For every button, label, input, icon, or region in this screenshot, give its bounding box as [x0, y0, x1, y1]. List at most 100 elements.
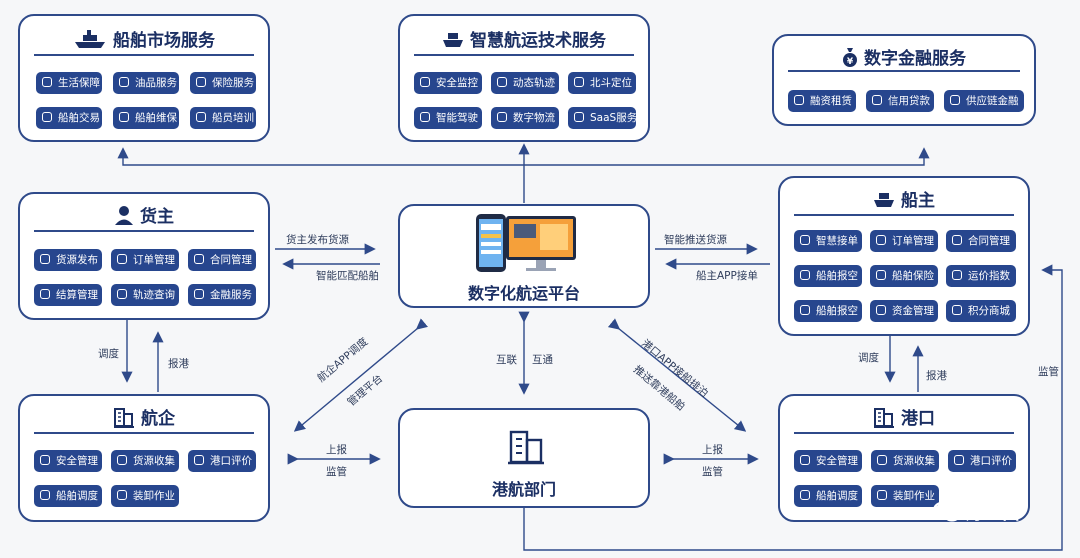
finance-services-box: ¥ 数字金融服务 融资租赁 信用贷款 供应链金融: [772, 34, 1036, 126]
service-icon: [420, 77, 430, 87]
owner-item[interactable]: 订单管理: [870, 230, 938, 252]
market-item[interactable]: 生活保障: [36, 72, 102, 94]
service-icon: [954, 455, 964, 465]
owner-title-underline: [794, 214, 1014, 216]
port-title: 港口: [780, 404, 1028, 433]
port-item[interactable]: 船舶调度: [794, 485, 862, 507]
shipco-item[interactable]: 港口评价: [188, 450, 256, 472]
authority-box: 港航部门: [398, 408, 650, 508]
supervise-left-label: 监管: [326, 466, 347, 478]
building-icon: [506, 426, 546, 466]
service-icon: [119, 77, 129, 87]
port-item[interactable]: 装卸作业: [871, 485, 939, 507]
port-item[interactable]: 安全管理: [794, 450, 862, 472]
service-icon: [877, 455, 887, 465]
finance-item[interactable]: 融资租赁: [788, 90, 856, 112]
market-item[interactable]: 船舶交易: [36, 107, 102, 129]
finance-item[interactable]: 信用贷款: [866, 90, 934, 112]
authority-title: 港航部门: [491, 480, 556, 499]
shipper-box: 货主 货源发布 订单管理 合同管理 结算管理 轨迹查询 金融服务: [18, 192, 270, 320]
owner-app-label: 船主APP接单: [696, 270, 758, 282]
owner-item[interactable]: 合同管理: [946, 230, 1016, 252]
port-item[interactable]: 港口评价: [948, 450, 1016, 472]
service-icon: [574, 77, 584, 87]
tech-item[interactable]: 数字物流: [491, 107, 559, 129]
shipper-title: 货主: [20, 202, 268, 230]
service-icon: [194, 289, 204, 299]
port-item[interactable]: 货源收集: [871, 450, 939, 472]
service-icon: [194, 254, 204, 264]
svg-text:¥: ¥: [847, 57, 854, 67]
building-icon: [113, 406, 135, 433]
tech-item[interactable]: 安全监控: [414, 72, 482, 94]
service-icon: [877, 490, 887, 500]
top-to-finance-arrow: [524, 147, 930, 166]
shipco-box: 航企 安全管理 货源收集 港口评价 船舶调度 装卸作业: [18, 394, 270, 522]
ship-icon: [873, 189, 895, 214]
owner-item[interactable]: 智慧接单: [794, 230, 862, 252]
tech-title-underline: [414, 54, 634, 56]
shipco-item[interactable]: 货源收集: [111, 450, 179, 472]
owner-item[interactable]: 船舶报空: [794, 265, 862, 287]
device-mockup-icon: [474, 212, 580, 276]
shipco-diagonal-arrow: [293, 318, 429, 432]
service-icon: [800, 490, 810, 500]
finance-item[interactable]: 供应链金融: [944, 90, 1024, 112]
owner-title: 船主: [780, 186, 1028, 214]
report-up-left-label: 上报: [326, 444, 347, 456]
service-icon: [876, 305, 886, 315]
money-bag-icon: ¥: [842, 47, 858, 72]
service-icon: [117, 289, 127, 299]
shipper-item[interactable]: 金融服务: [188, 284, 256, 306]
supervise-right-label: 监管: [702, 466, 723, 478]
market-item[interactable]: 船舶维保: [113, 107, 179, 129]
service-icon: [40, 455, 50, 465]
tech-item[interactable]: SaaS服务: [568, 107, 637, 129]
push-label: 智能推送货源: [664, 234, 727, 246]
market-title-underline: [34, 54, 254, 56]
market-item[interactable]: 保险服务: [190, 72, 256, 94]
report-right-label: 报港: [926, 370, 947, 382]
shipper-title-underline: [34, 230, 254, 232]
tech-item[interactable]: 北斗定位: [568, 72, 636, 94]
monitor-right-label: 监管: [1038, 366, 1059, 378]
shipco-item[interactable]: 船舶调度: [34, 485, 102, 507]
shipper-item[interactable]: 货源发布: [34, 249, 102, 271]
owner-item[interactable]: 运价指数: [946, 265, 1016, 287]
service-icon: [117, 254, 127, 264]
shipper-item[interactable]: 结算管理: [34, 284, 102, 306]
service-icon: [574, 112, 584, 122]
market-item[interactable]: 船员培训: [190, 107, 256, 129]
owner-item[interactable]: 船舶报空: [794, 300, 862, 322]
service-icon: [194, 455, 204, 465]
shipper-item[interactable]: 订单管理: [111, 249, 179, 271]
shipper-item[interactable]: 合同管理: [188, 249, 256, 271]
service-icon: [40, 289, 50, 299]
service-icon: [196, 77, 206, 87]
service-icon: [40, 490, 50, 500]
tech-services-title: 智慧航运技术服务: [400, 26, 648, 54]
service-icon: [794, 95, 804, 105]
shipco-item[interactable]: 装卸作业: [111, 485, 179, 507]
service-icon: [42, 112, 52, 122]
shipco-title-underline: [34, 432, 254, 434]
dispatch-left-label: 调度: [98, 348, 119, 360]
match-label: 智能匹配船舶: [316, 270, 379, 282]
shipco-item[interactable]: 安全管理: [34, 450, 102, 472]
tech-item[interactable]: 动态轨迹: [491, 72, 559, 94]
market-item[interactable]: 油品服务: [113, 72, 179, 94]
tech-item[interactable]: 智能驾驶: [414, 107, 482, 129]
owner-item[interactable]: 积分商城: [946, 300, 1016, 322]
market-services-box: 船舶市场服务 生活保障 油品服务 保险服务 船舶交易 船舶维保 船员培训: [18, 14, 270, 142]
building-icon: [873, 406, 895, 433]
service-icon: [117, 490, 127, 500]
finance-title-underline: [788, 70, 1020, 72]
wechat-icon: [933, 501, 961, 522]
market-services-title: 船舶市场服务: [20, 26, 268, 54]
service-icon: [952, 305, 962, 315]
owner-item[interactable]: 船舶保险: [870, 265, 938, 287]
owner-item[interactable]: 资金管理: [870, 300, 938, 322]
report-left-label: 报港: [168, 358, 189, 370]
dispatch-right-label: 调度: [858, 352, 879, 364]
shipper-item[interactable]: 轨迹查询: [111, 284, 179, 306]
